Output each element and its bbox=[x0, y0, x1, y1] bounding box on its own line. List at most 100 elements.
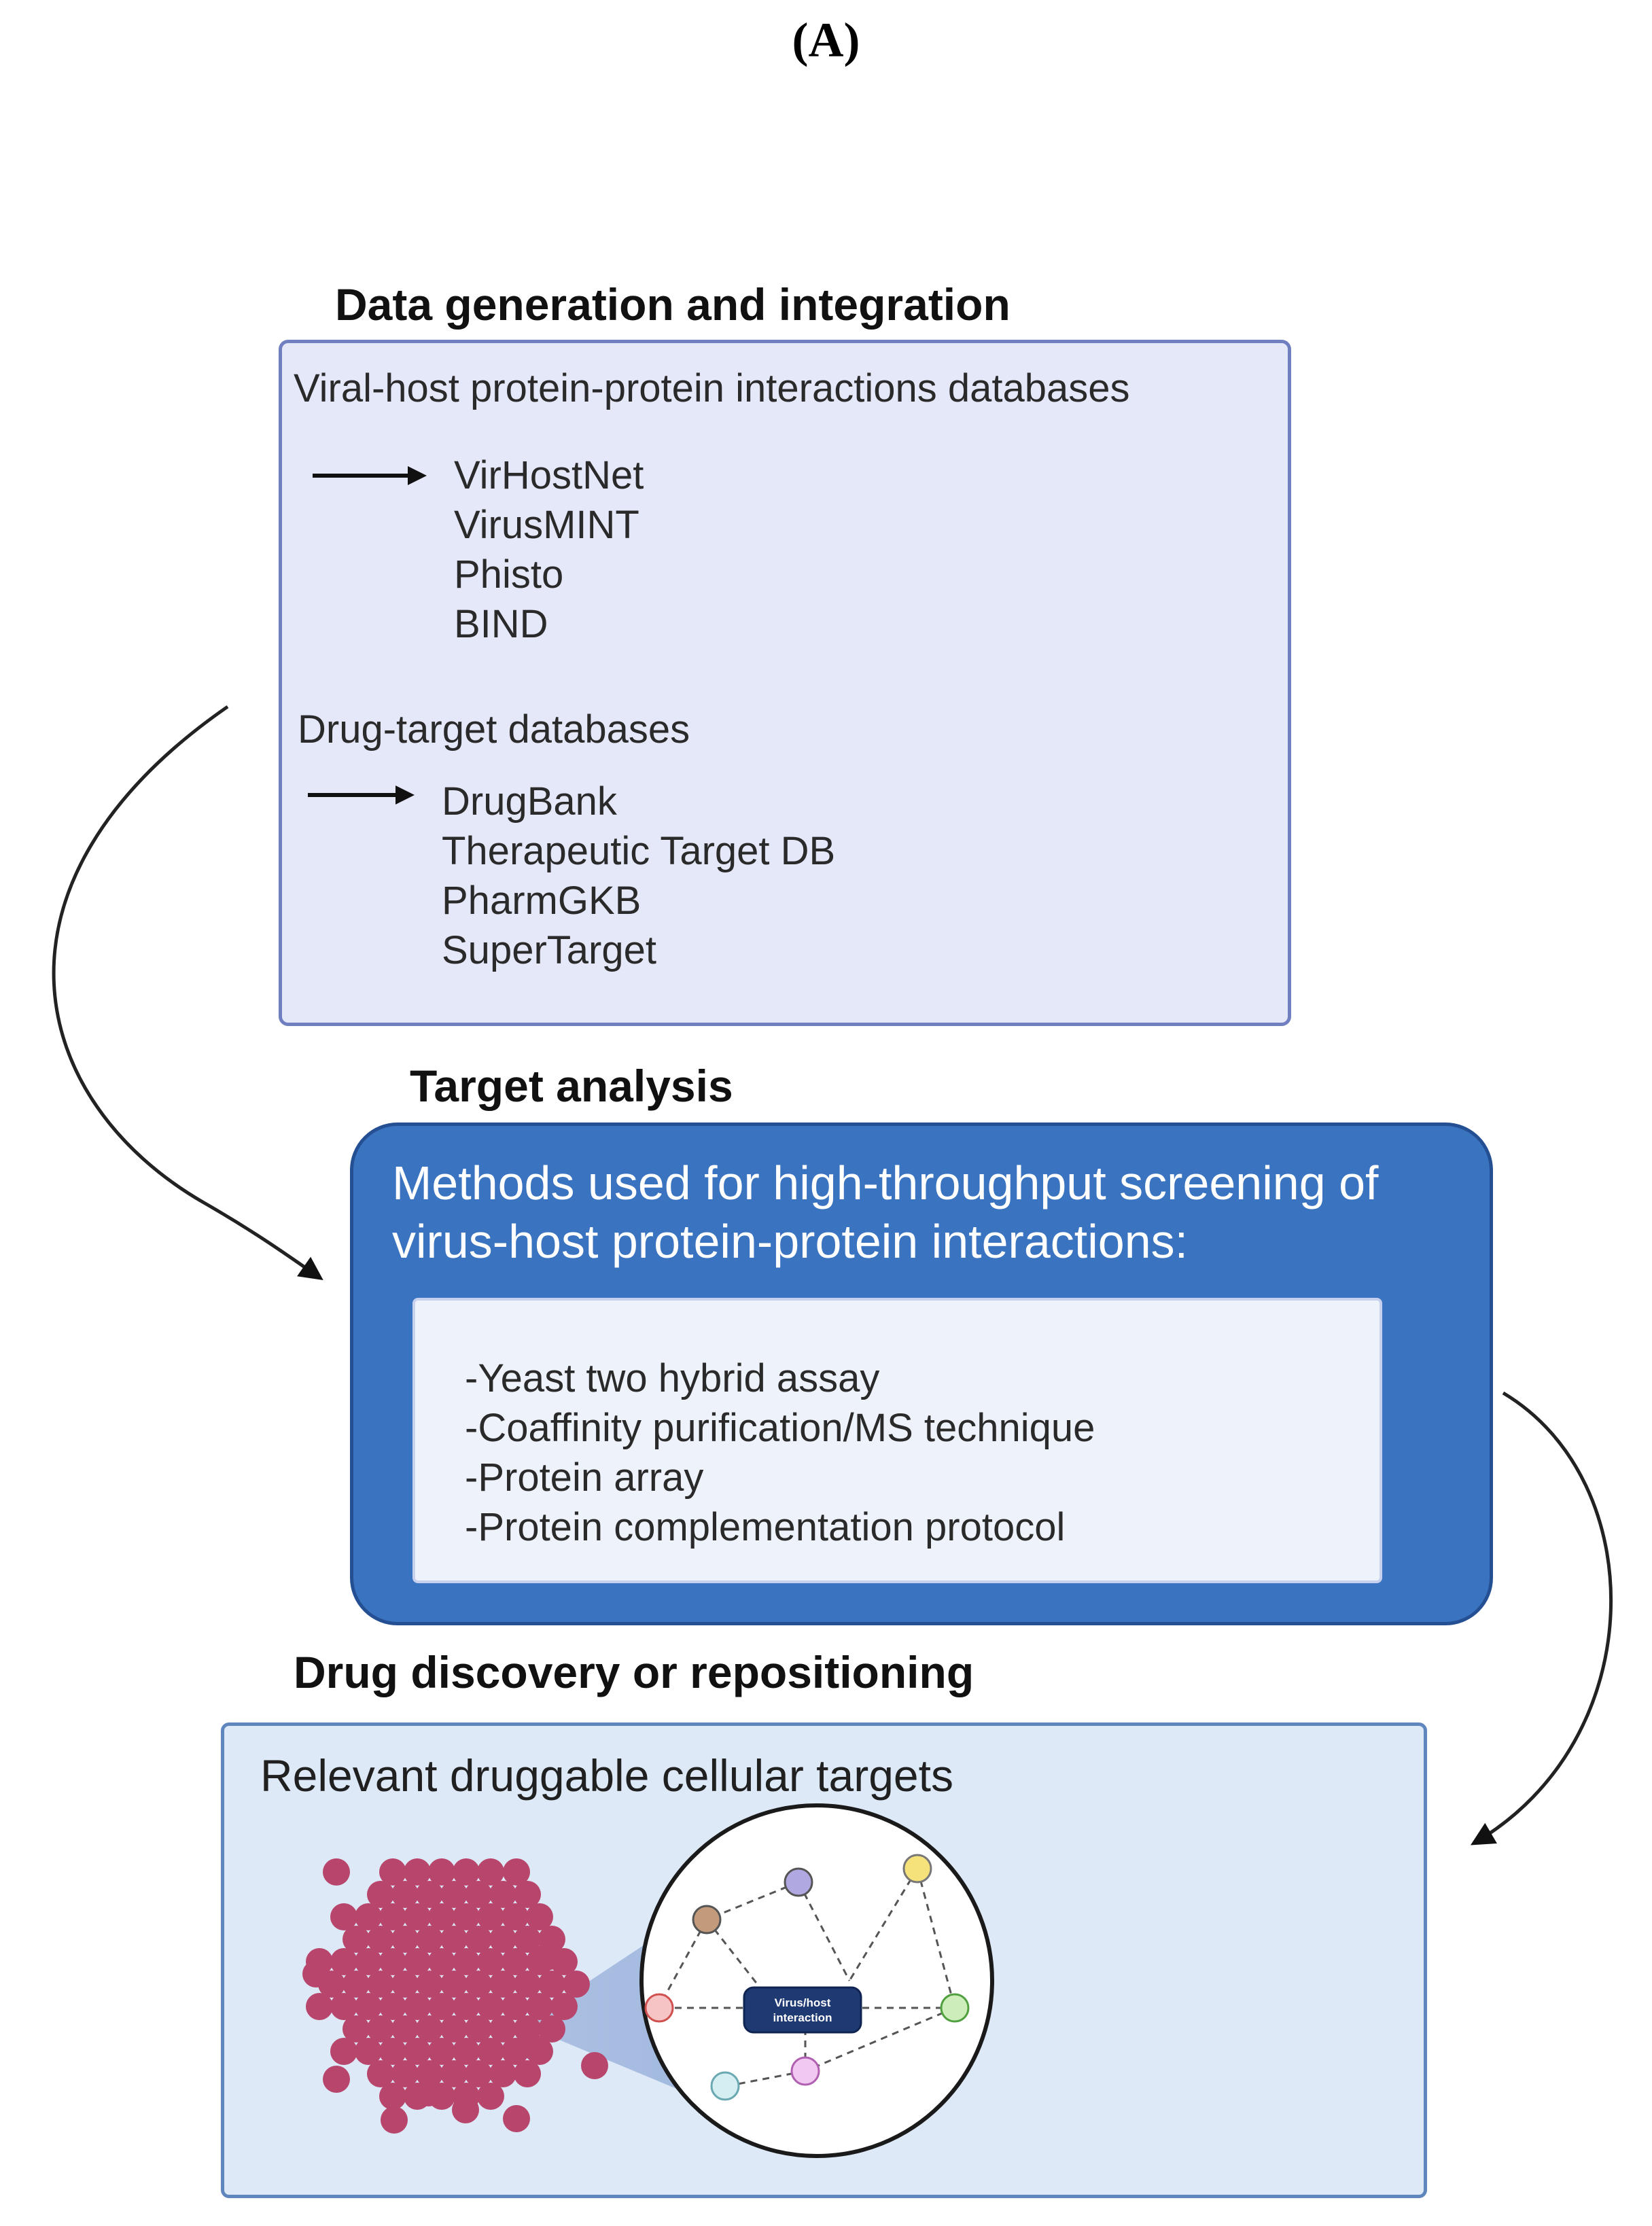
list-item: VirHostNet bbox=[454, 453, 644, 497]
cell bbox=[379, 1948, 406, 1975]
network-center-label: Virus/host bbox=[775, 1996, 831, 2009]
cell bbox=[514, 2060, 541, 2087]
ppi-database-list: VirHostNet VirusMINT Phisto BIND bbox=[454, 450, 644, 649]
drug-database-list: DrugBank Therapeutic Target DB PharmGKB … bbox=[442, 777, 835, 975]
cell bbox=[477, 1903, 504, 1930]
network-center-label: interaction bbox=[773, 2011, 832, 2024]
cell bbox=[465, 1881, 492, 1908]
cell bbox=[440, 1881, 468, 1908]
network-node bbox=[784, 1867, 813, 1897]
cell bbox=[355, 2038, 382, 2065]
cell bbox=[404, 1993, 431, 2020]
cell bbox=[391, 2015, 419, 2043]
cell bbox=[323, 1858, 350, 1886]
cell bbox=[477, 1948, 504, 1975]
cell bbox=[416, 1881, 443, 1908]
cell bbox=[330, 2038, 357, 2065]
list-item: VirusMINT bbox=[454, 503, 639, 547]
cell bbox=[440, 2060, 468, 2087]
cell bbox=[330, 1948, 357, 1975]
cell bbox=[502, 1993, 529, 2020]
cell bbox=[452, 2096, 479, 2123]
cell bbox=[323, 2066, 350, 2093]
cell bbox=[404, 2038, 431, 2065]
cell bbox=[440, 2015, 468, 2043]
cell bbox=[581, 2052, 608, 2079]
cell bbox=[514, 1926, 541, 1953]
network-magnifier-icon: Virus/host interaction bbox=[639, 1803, 994, 2158]
cell bbox=[538, 2015, 565, 2043]
cell bbox=[391, 1971, 419, 1998]
network-node bbox=[692, 1905, 722, 1934]
cell bbox=[503, 1858, 530, 1886]
cell bbox=[489, 1971, 516, 1998]
methods-title-line2: virus-host protein-protein interactions: bbox=[392, 1215, 1189, 1268]
cell bbox=[502, 2038, 529, 2065]
cell bbox=[465, 2060, 492, 2087]
cell bbox=[379, 1858, 406, 1886]
cell bbox=[465, 1926, 492, 1953]
cell bbox=[367, 2060, 394, 2087]
curved-arrow-icon bbox=[1470, 1391, 1613, 1845]
cell bbox=[415, 2079, 442, 2106]
cell bbox=[503, 2105, 530, 2132]
cell bbox=[489, 1881, 516, 1908]
cell bbox=[526, 1993, 553, 2020]
methods-list-box bbox=[412, 1298, 1382, 1583]
cell bbox=[465, 2015, 492, 2043]
panel-label: (A) bbox=[792, 13, 860, 67]
list-item: -Coaffinity purification/MS technique bbox=[465, 1406, 1095, 1450]
cell bbox=[428, 2038, 455, 2065]
list-item: BIND bbox=[454, 602, 548, 646]
list-item: Therapeutic Target DB bbox=[442, 829, 836, 873]
cell bbox=[453, 1993, 480, 2020]
list-item: DrugBank bbox=[442, 779, 617, 824]
cell bbox=[453, 1948, 480, 1975]
cell bbox=[477, 2038, 504, 2065]
curved-arrow-icon bbox=[52, 705, 323, 1281]
cell bbox=[367, 1971, 394, 1998]
cell bbox=[404, 1948, 431, 1975]
section2-heading: Target analysis bbox=[410, 1061, 733, 1111]
cell bbox=[440, 1971, 468, 1998]
arrow-right-icon bbox=[313, 466, 427, 485]
cell bbox=[416, 1926, 443, 1953]
cell bbox=[502, 1903, 529, 1930]
cell bbox=[367, 2015, 394, 2043]
cell bbox=[404, 1858, 431, 1886]
cell bbox=[379, 2083, 406, 2110]
network-node bbox=[940, 1993, 970, 2023]
cell bbox=[514, 1881, 541, 1908]
network-node bbox=[790, 2056, 820, 2086]
cell bbox=[416, 2015, 443, 2043]
cell bbox=[453, 1903, 480, 1930]
cell bbox=[502, 1948, 529, 1975]
cell bbox=[550, 1993, 578, 2020]
list-item: Phisto bbox=[454, 552, 564, 597]
cell bbox=[428, 1903, 455, 1930]
cell bbox=[367, 1881, 394, 1908]
cell bbox=[428, 1858, 455, 1886]
cell bbox=[533, 1943, 561, 1971]
cell bbox=[465, 1971, 492, 1998]
drug-databases-title: Drug-target databases bbox=[298, 707, 690, 752]
cell bbox=[428, 1948, 455, 1975]
network-node bbox=[710, 2071, 740, 2101]
data-generation-box bbox=[279, 340, 1291, 1026]
network-node bbox=[902, 1854, 932, 1884]
list-item: PharmGKB bbox=[442, 879, 642, 923]
cell bbox=[355, 1903, 382, 1930]
cell bbox=[453, 2038, 480, 2065]
cell bbox=[379, 1903, 406, 1930]
cell bbox=[404, 1903, 431, 1930]
cell bbox=[342, 1971, 370, 1998]
cell bbox=[381, 2106, 408, 2134]
cell bbox=[391, 1881, 419, 1908]
network-node bbox=[644, 1993, 674, 2023]
cell bbox=[416, 1971, 443, 1998]
cell bbox=[355, 1948, 382, 1975]
druggable-targets-subtitle: Relevant druggable cellular targets bbox=[260, 1750, 953, 1801]
cell bbox=[477, 1993, 504, 2020]
list-item: -Protein complementation protocol bbox=[465, 1505, 1066, 1549]
